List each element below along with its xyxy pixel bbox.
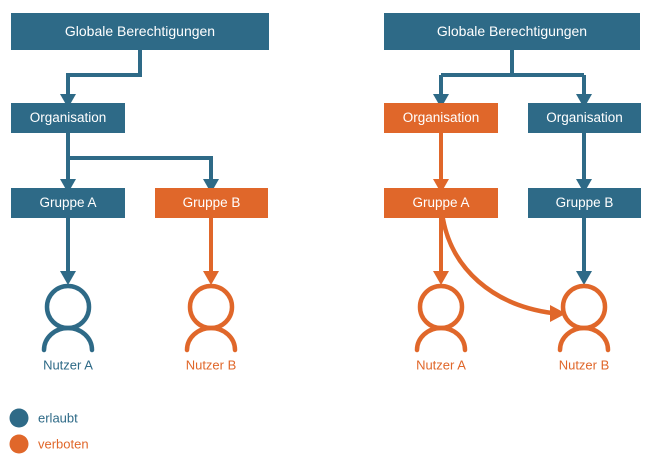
- user-icon-nutzer-a-right: [414, 283, 468, 353]
- edge-orga-to-groupa-right: [433, 133, 449, 193]
- legend-label-allowed: erlaubt: [38, 410, 78, 425]
- edge-org-to-groups-left: [60, 133, 219, 193]
- user-icon-nutzer-b-left: [184, 283, 238, 353]
- legend-swatch-forbidden-icon: [9, 434, 29, 454]
- node-gruppe-a-left-label: Gruppe A: [39, 195, 96, 210]
- edge-groupa-to-usera-right: [433, 218, 449, 285]
- user-icon-nutzer-a-left: [41, 283, 95, 353]
- user-label-nutzer-b-right: Nutzer B: [559, 357, 610, 372]
- permissions-inheritance-diagram-left: Globale Berechtigungen Organisation Grup…: [11, 13, 269, 372]
- node-gruppe-b-left[interactable]: Gruppe B: [155, 188, 268, 218]
- edge-global-to-orgs-right: [433, 50, 592, 108]
- legend-item-allowed: erlaubt: [9, 408, 78, 428]
- node-gruppe-a-right-label: Gruppe A: [412, 195, 469, 210]
- user-label-nutzer-a-right: Nutzer A: [416, 357, 466, 372]
- node-organisation-left[interactable]: Organisation: [11, 103, 125, 133]
- user-icon-nutzer-b-right: [557, 283, 611, 353]
- node-global-permissions-right[interactable]: Globale Berechtigungen: [384, 13, 640, 50]
- node-organisation-b-right-label: Organisation: [546, 110, 623, 125]
- edge-global-to-org-left: [60, 50, 142, 108]
- node-gruppe-a-right[interactable]: Gruppe A: [384, 188, 498, 218]
- node-global-permissions-left-label: Globale Berechtigungen: [65, 23, 215, 39]
- node-organisation-a-right[interactable]: Organisation: [384, 103, 498, 133]
- edge-groupb-to-userb-left: [203, 218, 219, 285]
- legend-label-forbidden: verboten: [38, 436, 89, 451]
- edge-orgb-to-groupb-right: [576, 133, 592, 193]
- legend-item-forbidden: verboten: [9, 434, 89, 454]
- node-global-permissions-right-label: Globale Berechtigungen: [437, 23, 587, 39]
- edge-groupa-to-userb-curved-right: [440, 216, 566, 322]
- node-gruppe-a-left[interactable]: Gruppe A: [11, 188, 125, 218]
- legend-swatch-allowed-icon: [9, 408, 29, 428]
- node-organisation-left-label: Organisation: [30, 110, 107, 125]
- node-organisation-b-right[interactable]: Organisation: [528, 103, 641, 133]
- edge-groupb-to-userb-right: [576, 218, 592, 285]
- node-gruppe-b-left-label: Gruppe B: [183, 195, 241, 210]
- user-label-nutzer-b-left: Nutzer B: [186, 357, 237, 372]
- permissions-inheritance-diagram-right: Globale Berechtigungen Organisation Orga…: [384, 13, 641, 372]
- node-global-permissions-left[interactable]: Globale Berechtigungen: [11, 13, 269, 50]
- node-organisation-a-right-label: Organisation: [403, 110, 480, 125]
- edge-groupa-to-usera-left: [60, 218, 76, 285]
- node-gruppe-b-right[interactable]: Gruppe B: [528, 188, 641, 218]
- user-label-nutzer-a-left: Nutzer A: [43, 357, 93, 372]
- legend: erlaubt verboten: [9, 408, 89, 454]
- node-gruppe-b-right-label: Gruppe B: [556, 195, 614, 210]
